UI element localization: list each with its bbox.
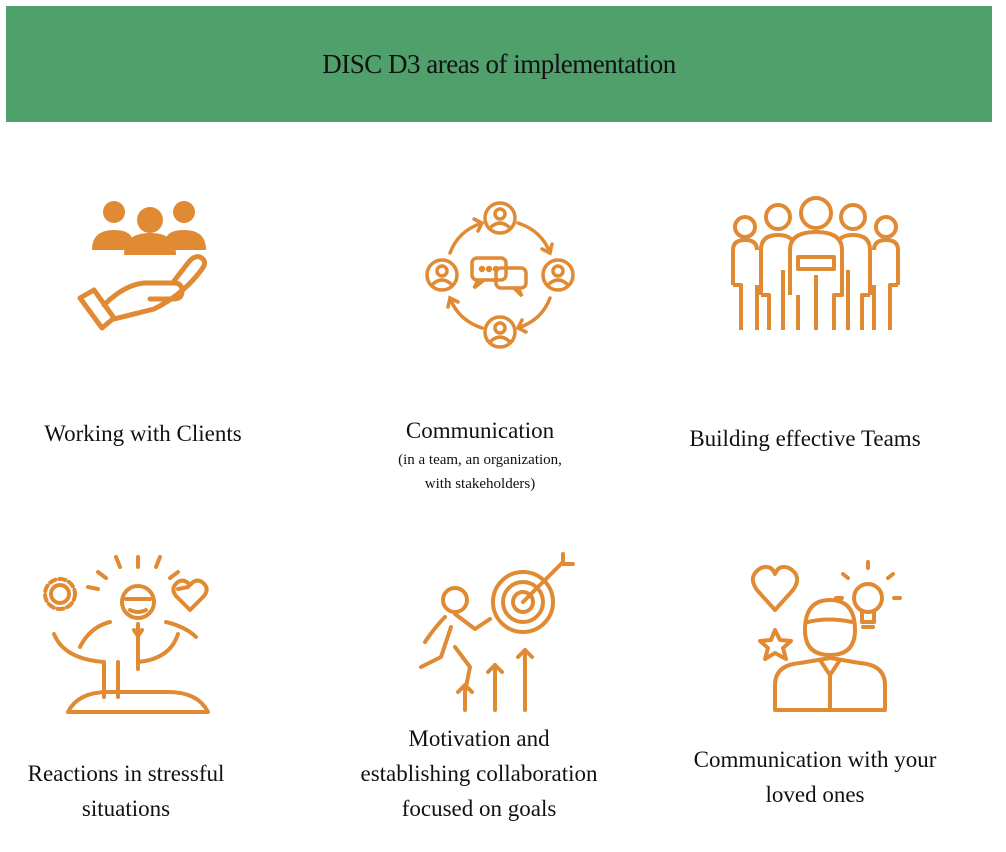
- area-title: Reactions in stressful: [27, 761, 225, 786]
- area-title: Communication: [405, 418, 555, 443]
- area-title: Working with Clients: [44, 421, 242, 446]
- area-label-stressful-situations: Reactions in stressful situations: [0, 756, 252, 826]
- area-subtitle: (in a team, an organization,: [398, 452, 562, 468]
- area-label-loved-ones: Communication with your loved ones: [655, 742, 975, 812]
- area-title: loved ones: [765, 782, 865, 807]
- team-icon: [728, 195, 903, 333]
- hand-holding-people-icon: [72, 195, 217, 340]
- person-heart-idea-icon: [750, 560, 905, 715]
- area-title: Communication with your: [693, 747, 937, 772]
- area-label-building-teams: Building effective Teams: [655, 421, 955, 456]
- area-subtitle: with stakeholders): [424, 476, 536, 492]
- area-title: Motivation and: [408, 726, 550, 751]
- title-banner: DISC D3 areas of implementation: [6, 6, 992, 122]
- area-title: establishing collaboration: [360, 761, 598, 786]
- area-title: focused on goals: [401, 796, 557, 821]
- area-title: Building effective Teams: [689, 426, 921, 451]
- area-title: situations: [81, 796, 171, 821]
- meditation-icon: [38, 552, 216, 722]
- goal-runner-icon: [415, 552, 575, 712]
- area-label-working-with-clients: Working with Clients: [0, 416, 286, 451]
- page-title: DISC D3 areas of implementation: [322, 48, 676, 79]
- area-label-communication: Communication (in a team, an organizatio…: [330, 413, 630, 496]
- communication-cycle-icon: [420, 198, 580, 353]
- area-label-motivation: Motivation and establishing collaboratio…: [320, 721, 638, 826]
